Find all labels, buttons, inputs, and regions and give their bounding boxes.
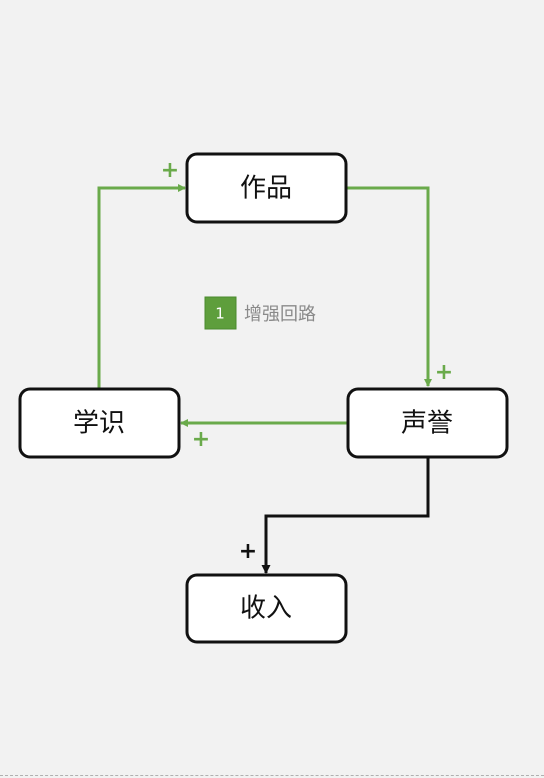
- node-reputation-box: [346, 387, 509, 459]
- loop-number: 1: [215, 305, 225, 323]
- link-reputation-to-income: [261, 458, 430, 574]
- node-works: 作品: [185, 152, 348, 224]
- loop-label: 1 增强回路: [204, 296, 316, 330]
- link-knowledge-to-works: [97, 184, 186, 388]
- polarity-reputation-to-income: +: [239, 539, 257, 564]
- node-works-box: [185, 152, 348, 224]
- page-bottom-border: [0, 775, 544, 776]
- loop-number-badge: [204, 296, 237, 330]
- link-works-to-reputation: [347, 186, 432, 387]
- node-income-label: 收入: [240, 594, 292, 624]
- node-reputation-label: 声誉: [401, 409, 453, 439]
- node-income-box: [185, 573, 348, 644]
- polarity-reputation-to-knowledge: +: [192, 427, 210, 452]
- polarity-knowledge-to-works: +: [161, 158, 179, 183]
- node-reputation: 声誉: [346, 387, 509, 459]
- node-works-label: 作品: [240, 174, 292, 204]
- node-knowledge: 学识: [18, 387, 181, 459]
- node-knowledge-box: [18, 387, 181, 459]
- node-knowledge-label: 学识: [73, 409, 125, 439]
- polarity-works-to-reputation: +: [435, 360, 453, 385]
- node-income: 收入: [185, 573, 348, 644]
- loop-name: 增强回路: [244, 304, 316, 325]
